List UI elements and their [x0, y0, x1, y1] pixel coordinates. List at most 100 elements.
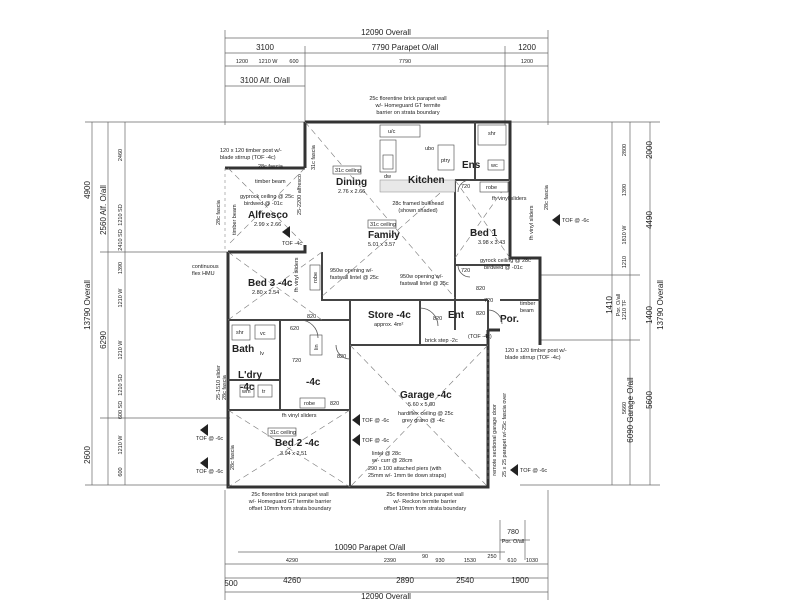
top-dimensions: 12090 Overall 3100 7790 Parapet O/all 12… — [224, 28, 549, 125]
dim-left-4900: 4900 — [83, 181, 92, 199]
dim-ls-1210w: 1210 W — [118, 288, 124, 308]
room-bed3-size: 2.80 x 2.54 — [252, 290, 279, 296]
room-ldry: L'dry — [238, 370, 262, 381]
note-top-parapet-1: 25c florentine brick parapet wall — [369, 96, 446, 102]
note-fascia-28c-bl: 28c fascia — [230, 444, 236, 470]
door-820e: 820 — [330, 401, 339, 407]
note-bottom-parapet-r-3: offset 10mm from strata boundary — [384, 506, 467, 512]
note-fascia-28c: 28c fascia — [258, 164, 284, 170]
fixture-wm: wm — [241, 389, 251, 395]
dim-left-2600: 2600 — [83, 446, 92, 464]
dim-top-parapet: 7790 Parapet O/all — [372, 43, 439, 52]
dim-sub-2390: 2390 — [384, 558, 396, 564]
dim-sub-1200: 1200 — [236, 59, 248, 65]
room-dining-size: 2.76 x 2.66 — [338, 189, 365, 195]
room-bed2: Bed 2 -4c — [275, 438, 320, 449]
dim-ls-1210w2: 1210 W — [118, 340, 124, 360]
room-family-size: 5.01 x 3.57 — [368, 242, 395, 248]
fixture-shr-bath: shr — [236, 330, 244, 336]
fixture-wc: wc — [490, 163, 498, 169]
note-alfresco-sliders: 25-2200 alfresco — [297, 174, 303, 215]
dim-left-2560: 2560 Alf. O/all — [99, 185, 108, 235]
note-parapet-fascia: 25 x 25 parapet w/-25c fascia over — [502, 393, 508, 477]
dim-alf-oall: 3100 Alf. O/all — [240, 76, 290, 85]
note-fascia-28c-v: 28c fascia — [216, 199, 222, 225]
room-store-note: approx. 4m² — [374, 322, 404, 328]
room-alfresco-size: 2.99 x 2.66 — [254, 222, 281, 228]
bed2-ceiling-tag: 31c ceiling — [270, 430, 296, 436]
door-620: 620 — [290, 326, 299, 332]
room-family: Family — [368, 230, 400, 241]
note-bottom-parapet-l-1: 25c florentine brick parapet wall — [251, 492, 328, 498]
note-fascia-31c-v: 31c fascia — [311, 144, 317, 170]
dim-sub-930: 930 — [435, 558, 444, 564]
tof-tags: TOF @ -6c TOF -4c TOF @ -6c TOF @ -6c TO… — [196, 214, 589, 476]
note-alfresco-post-1: 120 x 120 timber post w/- — [220, 148, 282, 154]
room-alfresco: Alfresco — [248, 210, 288, 221]
fixture-ubo: ubo — [425, 146, 434, 152]
note-fh-vinyl-sliders-v: fh vinyl sliders — [529, 205, 535, 240]
dim-ls-1390: 1390 — [118, 262, 124, 274]
notes: 25c florentine brick parapet wall w/- Ho… — [192, 96, 567, 512]
dining-ceiling-tag: 31c ceiling — [335, 168, 361, 174]
room-garage: Garage -4c — [400, 390, 452, 401]
fixtures: u/c dw ubo ptry shr wc robe robe robe li… — [231, 124, 509, 409]
dim-ls-1210: 1210 SD — [118, 204, 124, 225]
tag-tof-mid-1: TOF @ -6c — [362, 418, 389, 424]
door-labels: 720 720 720 820 820 820 820 820 820 620 … — [290, 179, 503, 407]
dim-right-4490: 4490 — [645, 211, 654, 229]
dim-sub-4290: 4290 — [286, 558, 298, 564]
room-bed1: Bed 1 — [470, 228, 498, 239]
tag-tof-right-b: TOF @ -6c — [520, 468, 547, 474]
dim-sub-1030: 1030 — [526, 558, 538, 564]
bottom-dimensions: 780 Por. O/all 10090 Parapet O/all 4290 … — [224, 490, 549, 600]
fixture-uc: u/c — [388, 129, 396, 135]
dim-right-5600: 5600 — [645, 391, 654, 409]
note-garage-ceiling-2: grey grano @ -4c — [402, 418, 445, 424]
door-720b: 720 — [461, 268, 470, 274]
door-820f: 820 — [476, 286, 485, 292]
note-sectional-door: remote sectional garage door — [492, 404, 498, 476]
door-720-bath: 720 — [292, 358, 301, 364]
tof-marker-icon — [510, 464, 518, 476]
note-bottom-parapet-r-2: w/- Reckon termite barrier — [392, 499, 456, 505]
dim-sub-600: 600 — [289, 59, 298, 65]
dim-bottom-overall: 12090 Overall — [361, 592, 411, 600]
dim-ls-600b: 600 — [118, 467, 124, 476]
note-piers-1: 290 x 100 attached piers (with — [368, 466, 441, 472]
note-gyprock-alfresco-1: gyprock ceiling @ 25c — [240, 194, 294, 200]
tof-marker-icon — [200, 424, 208, 436]
dim-rs-5660: 5660 — [622, 402, 628, 414]
dim-ls-2410: 2410 SD — [118, 229, 124, 250]
tag-tof-top-right: TOF @ -6c — [562, 218, 589, 224]
note-bottom-parapet-r-1: 25c florentine brick parapet wall — [386, 492, 463, 498]
dim-bottom-por: Por. O/all — [502, 539, 525, 545]
tof-marker-icon — [552, 214, 560, 226]
note-top-parapet-3: barrier on strata boundary — [376, 110, 440, 116]
note-bottom-parapet-l-2: w/- Homeguard GT termite barrier — [248, 499, 332, 505]
tag-tof-left-2: TOF @ -6c — [196, 469, 223, 475]
note-bath-door: 25-1510 slider — [216, 365, 222, 400]
cooktop-icon — [382, 154, 394, 170]
tof-marker-icon — [352, 434, 360, 446]
dim-sub-1530: 1530 — [464, 558, 476, 564]
dim-bottom-parapet: 10090 Parapet O/all — [334, 543, 405, 552]
door-820c: 820 — [476, 311, 485, 317]
room-bed1-size: 3.98 x 3.43 — [478, 240, 505, 246]
dim-bottom-500: 500 — [224, 579, 238, 588]
note-lintel-1: lintel @ 28c — [372, 451, 401, 457]
note-garage-ceiling-1: hardiflex ceiling @ 25c — [398, 411, 454, 417]
note-alfresco-post-2: blade stirrup (TOF -4c) — [220, 155, 276, 161]
dim-top-3100: 3100 — [256, 43, 274, 52]
room-ldry-sub: -4c — [240, 382, 255, 393]
note-opening-a-2: fastwall lintel @ 25c — [330, 275, 379, 281]
room-bed3: Bed 3 -4c — [248, 278, 293, 289]
room-bath: Bath — [232, 344, 254, 355]
room-store: Store -4c — [368, 310, 411, 321]
door-720a: 720 — [461, 184, 470, 190]
note-top-parapet-2: w/- Homeguard GT termite — [374, 103, 440, 109]
room-hall-4c: -4c — [306, 377, 321, 388]
note-continuous-hmu-1: continuous — [192, 264, 219, 270]
dim-right-1400: 1400 — [645, 306, 654, 324]
